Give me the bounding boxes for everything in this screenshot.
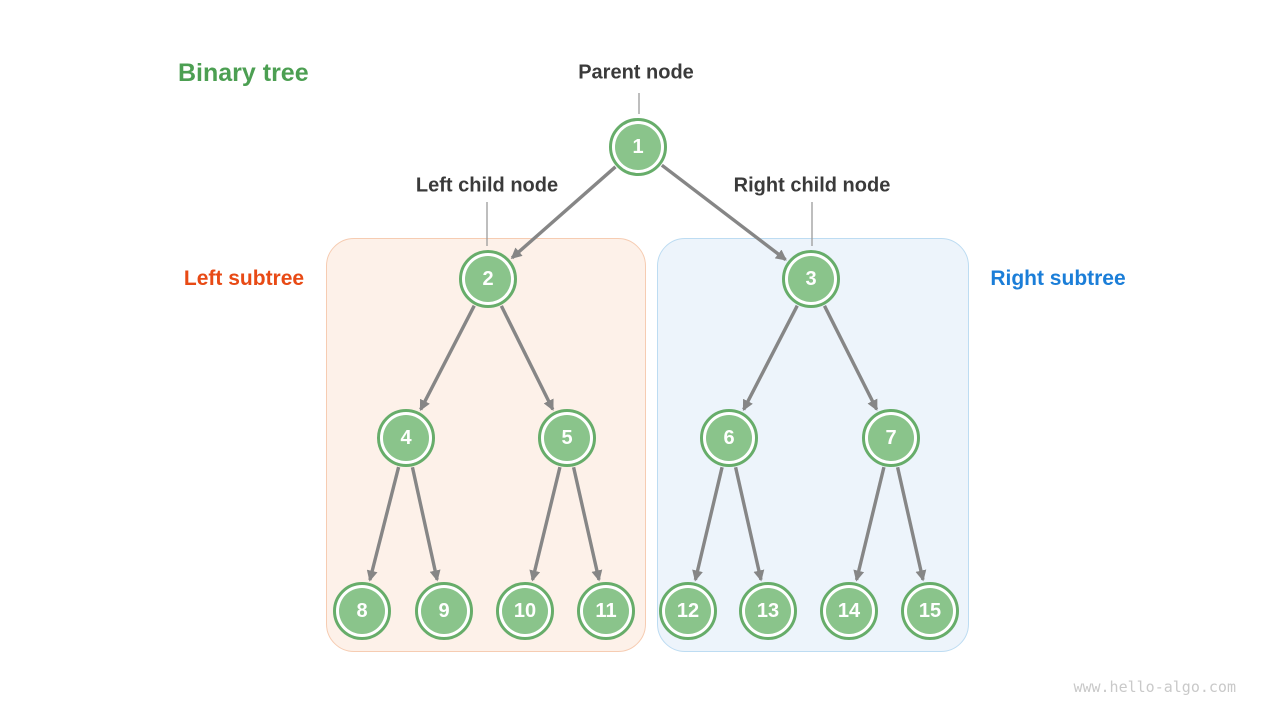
- tree-node-2: 2: [459, 250, 517, 308]
- tree-node-value: 4: [383, 415, 429, 461]
- tree-node-value: 7: [868, 415, 914, 461]
- tree-node-15: 15: [901, 582, 959, 640]
- diagram-title: Binary tree: [178, 59, 309, 87]
- edge-7-15: [895, 466, 927, 582]
- tree-node-value: 8: [339, 588, 385, 634]
- edge-6-13: [733, 466, 765, 582]
- tree-node-value: 11: [583, 588, 629, 634]
- tree-node-4: 4: [377, 409, 435, 467]
- right-child-node-label: Right child node: [733, 174, 891, 197]
- edge-2-4: [419, 304, 476, 412]
- tree-node-10: 10: [496, 582, 554, 640]
- edge-3-6: [742, 304, 799, 412]
- edge-1-2: [510, 165, 617, 260]
- edge-6-12: [692, 466, 724, 582]
- tree-node-value: 9: [421, 588, 467, 634]
- right-subtree-label: Right subtree: [990, 267, 1126, 290]
- tree-node-value: 5: [544, 415, 590, 461]
- tree-node-value: 3: [788, 256, 834, 302]
- tree-node-11: 11: [577, 582, 635, 640]
- tree-node-5: 5: [538, 409, 596, 467]
- left-subtree-label: Left subtree: [183, 267, 305, 290]
- tree-node-value: 12: [665, 588, 711, 634]
- left-child-node-label: Left child node: [415, 174, 559, 197]
- edge-1-3: [660, 163, 787, 261]
- watermark: www.hello-algo.com: [1073, 678, 1236, 696]
- edge-5-11: [571, 466, 603, 582]
- tree-node-value: 6: [706, 415, 752, 461]
- edge-7-14: [853, 466, 886, 582]
- tree-node-value: 1: [615, 124, 661, 170]
- tree-node-7: 7: [862, 409, 920, 467]
- edge-3-7: [822, 305, 879, 411]
- tree-node-12: 12: [659, 582, 717, 640]
- tree-node-value: 13: [745, 588, 791, 634]
- edge-4-9: [410, 466, 441, 582]
- tree-node-14: 14: [820, 582, 878, 640]
- parent-node-label: Parent node: [578, 61, 694, 84]
- tree-node-value: 14: [826, 588, 872, 634]
- tree-node-8: 8: [333, 582, 391, 640]
- tree-node-3: 3: [782, 250, 840, 308]
- tree-node-1: 1: [609, 118, 667, 176]
- edge-4-8: [366, 466, 401, 582]
- edge-5-10: [529, 466, 562, 582]
- tree-node-value: 15: [907, 588, 953, 634]
- tree-node-9: 9: [415, 582, 473, 640]
- tree-node-6: 6: [700, 409, 758, 467]
- tree-node-value: 2: [465, 256, 511, 302]
- edge-2-5: [499, 305, 555, 411]
- tree-node-value: 10: [502, 588, 548, 634]
- tree-node-13: 13: [739, 582, 797, 640]
